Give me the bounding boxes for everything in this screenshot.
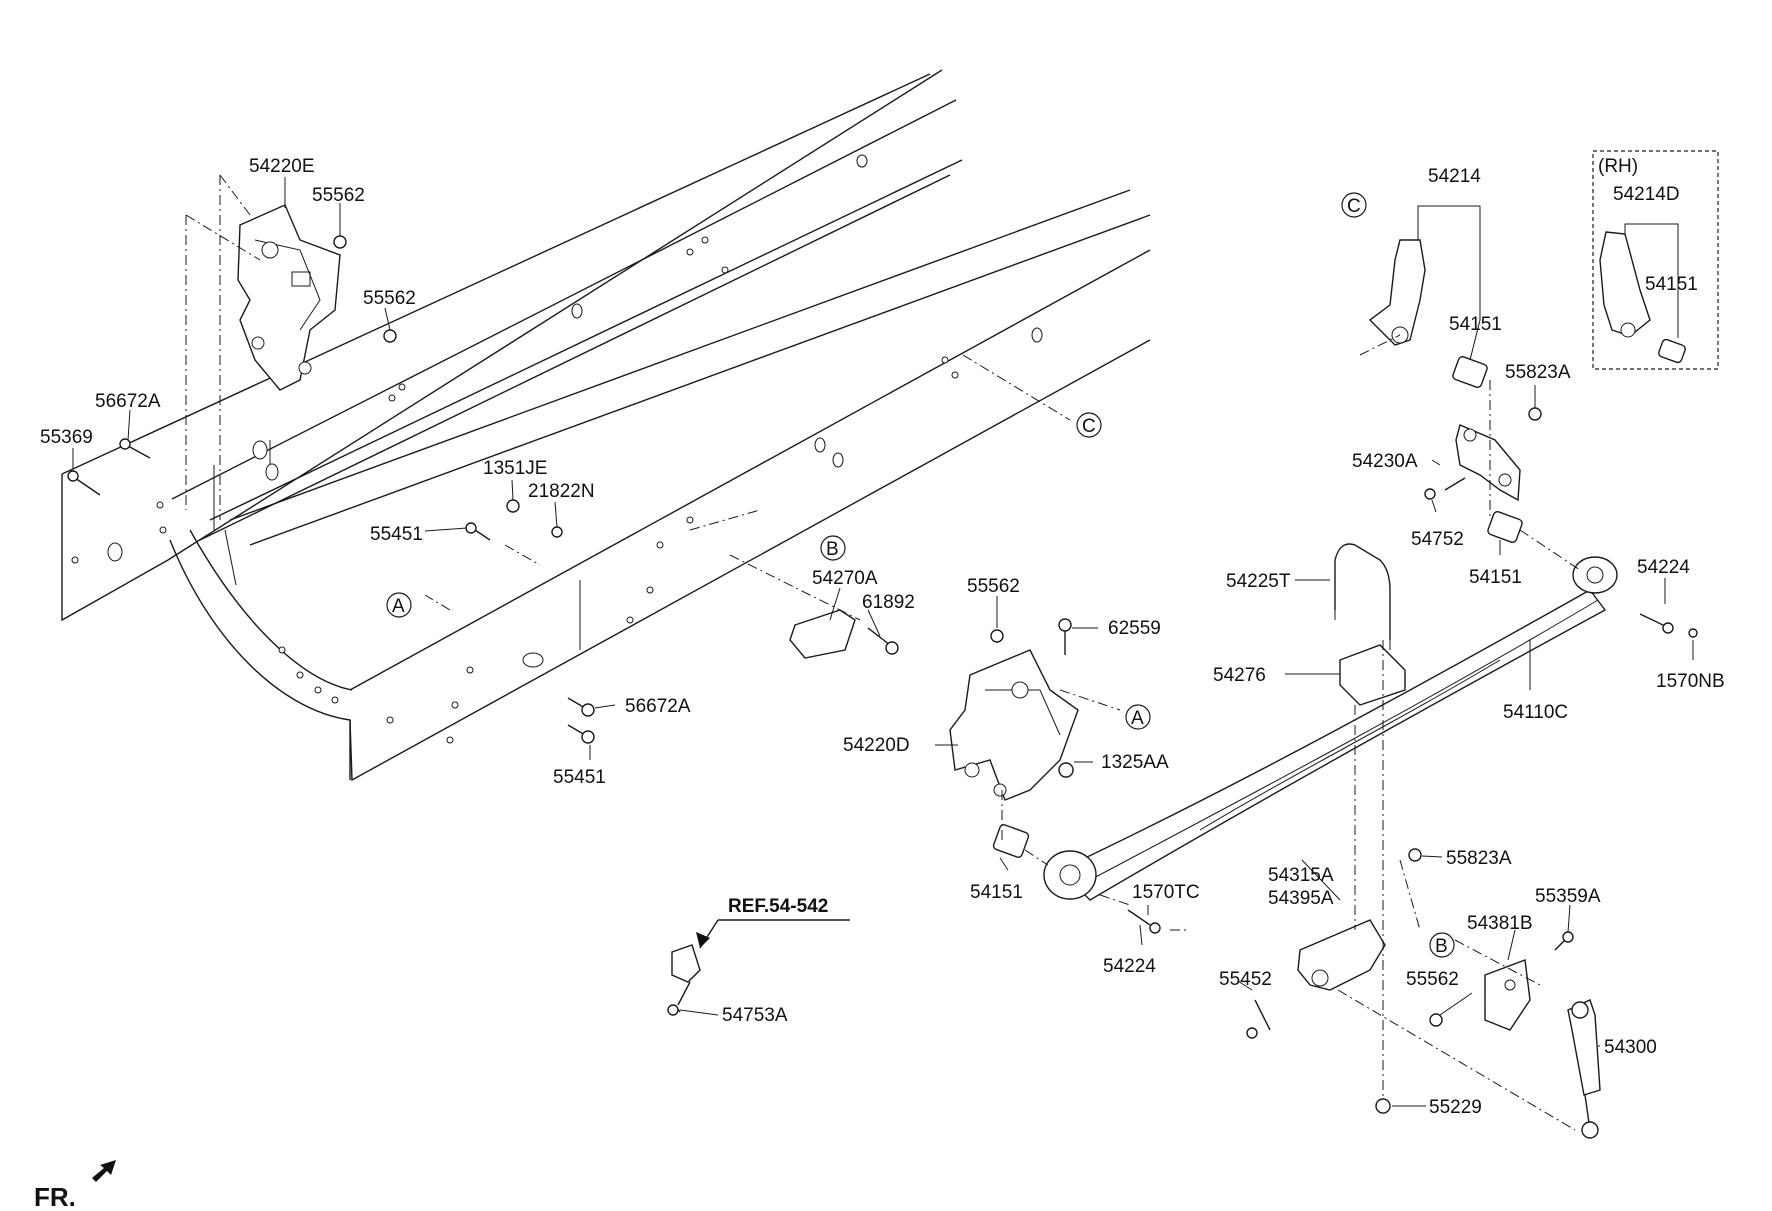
callout-21822N: 21822N (528, 481, 595, 502)
leaf-spring-54110C (1043, 556, 1618, 901)
callout-55562: 55562 (967, 576, 1020, 597)
front-direction-label: FR. (34, 1182, 76, 1211)
callout-54753A: 54753A (722, 1005, 788, 1026)
callout-55823A: 55823A (1446, 848, 1512, 869)
frame-rail-right (169, 189, 1151, 782)
rh-detail-box: (RH) 54214D 54151 (1592, 150, 1719, 370)
shock-bracket-54381B (1484, 959, 1531, 1031)
callout-54752: 54752 (1411, 529, 1464, 550)
callout-54224: 54224 (1637, 557, 1690, 578)
reference-label: REF.54-542 (728, 896, 828, 917)
callout-54225T: 54225T (1226, 571, 1291, 592)
callout-55562: 55562 (312, 185, 365, 206)
part-callouts: 54220E 55562 55562 56672A 55369 1351JE 2… (40, 156, 1725, 1118)
callout-54395A: 54395A (1268, 888, 1334, 909)
callout-54315A: 54315A (1268, 865, 1334, 886)
callout-56672A: 56672A (625, 696, 691, 717)
front-hanger-bracket-54220E (237, 204, 341, 391)
callout-54151: 54151 (1469, 567, 1522, 588)
spring-pad-54276 (1339, 644, 1406, 706)
callout-62559: 62559 (1108, 618, 1161, 639)
assembly-lines (185, 174, 1581, 1131)
callout-1351JE: 1351JE (483, 458, 547, 479)
callout-1570TC: 1570TC (1132, 882, 1200, 903)
callout-54270A: 54270A (812, 568, 878, 589)
connector-b-label: B (826, 539, 839, 560)
connector-b-label: B (1435, 936, 1448, 957)
rh-box-part-54151: 54151 (1645, 274, 1698, 295)
connector-a-label: A (1131, 708, 1144, 729)
rh-box-title: (RH) (1598, 156, 1638, 177)
callout-54220E: 54220E (249, 156, 315, 177)
callout-54214: 54214 (1428, 166, 1481, 187)
callout-54224: 54224 (1103, 956, 1156, 977)
callout-1325AA: 1325AA (1101, 752, 1169, 773)
callout-54151: 54151 (970, 882, 1023, 903)
connector-b-frame: B (820, 535, 846, 561)
connector-c-label: C (1082, 416, 1096, 437)
callout-55369: 55369 (40, 427, 93, 448)
connector-c-hanger: C (1341, 192, 1367, 218)
callout-55451: 55451 (370, 524, 423, 545)
connector-c-label: C (1347, 196, 1361, 217)
front-direction-arrow-icon (92, 1160, 116, 1182)
callout-55229: 55229 (1429, 1097, 1482, 1118)
connector-a-frame: A (386, 592, 412, 618)
fasteners (67, 235, 1698, 1114)
front-hanger-bracket-54220D (949, 649, 1079, 801)
frame-rail-left (61, 69, 963, 622)
callout-55823A: 55823A (1505, 362, 1571, 383)
callout-1570NB: 1570NB (1656, 671, 1725, 692)
connector-b-shock: B (1429, 932, 1455, 958)
front-direction-indicator: FR. (34, 1160, 116, 1211)
frame-holes (71, 154, 1043, 744)
bump-stopper-54270A (789, 609, 856, 659)
connector-a-bracket: A (1125, 704, 1151, 730)
callout-55562: 55562 (363, 288, 416, 309)
rh-hanger-bracket-54214D (1599, 231, 1651, 338)
callout-55451: 55451 (553, 767, 606, 788)
callout-55359A: 55359A (1535, 886, 1601, 907)
bushings (992, 338, 1686, 858)
rh-box-part-54214D: 54214D (1613, 184, 1680, 205)
callout-54151: 54151 (1449, 314, 1502, 335)
u-bolt-54225T (1334, 543, 1391, 650)
callout-54276: 54276 (1213, 665, 1266, 686)
callout-54110C: 54110C (1503, 702, 1568, 723)
spring-seat-54315A (1297, 919, 1386, 991)
callout-55562: 55562 (1406, 969, 1459, 990)
callout-55452: 55452 (1219, 969, 1272, 990)
shackle-54230A (1455, 424, 1521, 502)
leader-lines (72, 177, 1694, 1107)
ref-bracket-54753A-assembly (671, 944, 701, 1006)
callout-54381B: 54381B (1467, 913, 1533, 934)
rear-hanger-bracket-54214 (1368, 239, 1426, 346)
callout-56672A: 56672A (95, 391, 161, 412)
callout-54220D: 54220D (843, 735, 910, 756)
callout-54230A: 54230A (1352, 451, 1418, 472)
connector-c-frame: C (1076, 412, 1102, 438)
connector-a-label: A (392, 596, 405, 617)
shock-absorber-54300 (1567, 999, 1601, 1139)
callout-61892: 61892 (862, 592, 915, 613)
callout-54300: 54300 (1604, 1037, 1657, 1058)
